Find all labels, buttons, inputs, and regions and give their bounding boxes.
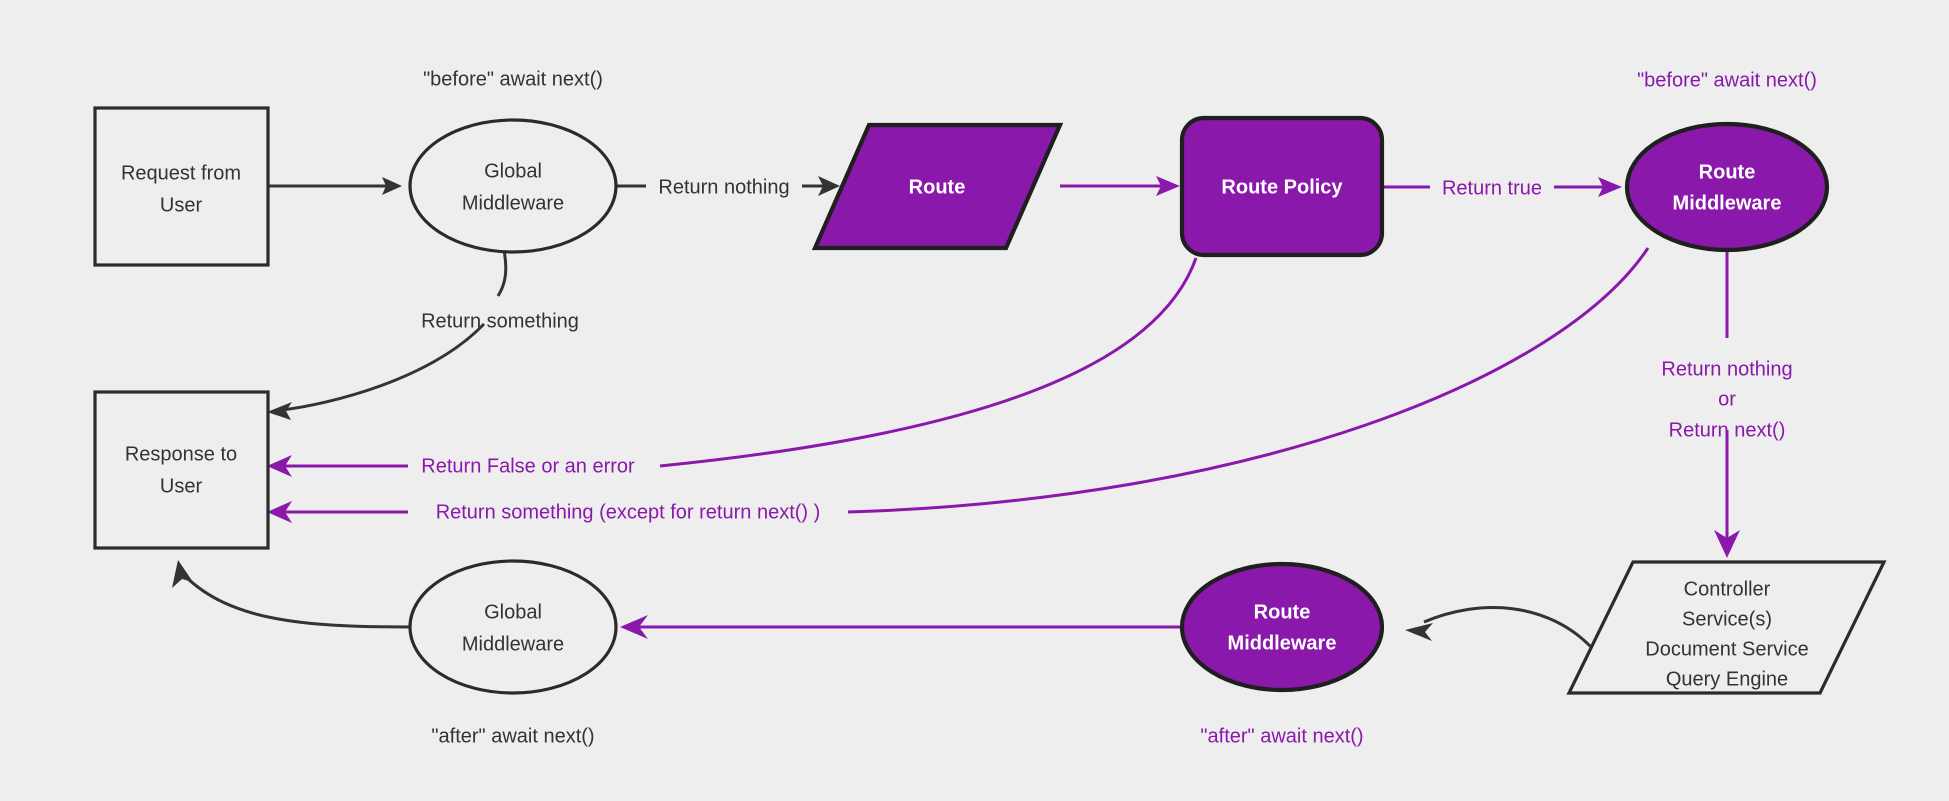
node-label-line1: Controller: [1684, 578, 1771, 600]
node-request-from-user[interactable]: Request from User: [93, 106, 270, 267]
edge-label-return-nothing-line1: Return nothing: [1661, 358, 1792, 380]
edge-request-to-global-middleware: [267, 177, 402, 195]
node-controller-services[interactable]: Controller Service(s) Document Service Q…: [1566, 560, 1887, 695]
arrowhead-icon: [172, 560, 193, 588]
node-route-policy[interactable]: Route Policy: [1179, 115, 1385, 258]
node-route-middleware-bottom[interactable]: Route Middleware: [1179, 561, 1385, 693]
node-label-line1: Route: [909, 176, 966, 198]
arrowhead-icon: [382, 177, 402, 195]
node-label-line1: Route: [1699, 161, 1756, 183]
node-shape: [93, 106, 270, 267]
arrowhead-icon: [267, 455, 292, 477]
node-label-line1: Route Policy: [1221, 176, 1343, 198]
node-label-line1: Response to: [125, 443, 237, 465]
arrowhead-icon: [620, 615, 648, 639]
edge-label-return-false-or-error: Return False or an error: [421, 455, 635, 477]
edge-route-to-route-policy: [1060, 176, 1180, 196]
arrowhead-icon: [1598, 177, 1622, 197]
edge-line-lower: [281, 322, 486, 412]
node-label-line2: Middleware: [462, 633, 564, 655]
arrowhead-icon: [1405, 623, 1433, 641]
node-global-middleware-bottom[interactable]: Global Middleware: [408, 559, 618, 695]
node-label-line1: Request from: [121, 162, 241, 184]
edge-label-return-something-except: Return something (except for return next…: [436, 501, 821, 523]
edge-global-middleware-to-response: Return something: [267, 249, 579, 420]
node-shape: [1624, 121, 1830, 253]
edge-global-middleware-to-route: Return nothing: [616, 176, 840, 198]
node-label-line1: Route: [1254, 601, 1311, 623]
arrowhead-icon: [1714, 530, 1740, 558]
annotation-after-await-next-route: "after" await next(): [1200, 725, 1363, 747]
node-shape: [1566, 560, 1887, 695]
edge-label-return-nothing-line3: Return next(): [1669, 419, 1786, 441]
node-shape: [408, 559, 618, 695]
edge-global-middleware-bottom-to-response: [172, 560, 411, 629]
node-shape: [408, 118, 618, 254]
edge-label-return-true: Return true: [1442, 177, 1542, 199]
edge-route-policy-to-route-middleware: Return true: [1382, 177, 1622, 199]
node-label-line2: Middleware: [1673, 192, 1782, 214]
node-label-line3: Document Service: [1645, 638, 1808, 660]
node-route-middleware-top[interactable]: Route Middleware: [1624, 121, 1830, 253]
edge-controller-to-route-middleware-bottom: [1405, 606, 1594, 650]
node-label-line1: Global: [484, 160, 542, 182]
node-shape: [93, 390, 270, 550]
edge-line-upper: [496, 249, 508, 297]
node-response-to-user[interactable]: Response to User: [93, 390, 270, 550]
node-label-line2: Service(s): [1682, 608, 1772, 630]
arrowhead-icon: [267, 501, 292, 523]
node-route[interactable]: Route: [811, 122, 1064, 251]
node-shape: [811, 122, 1064, 251]
node-global-middleware-top[interactable]: Global Middleware: [408, 118, 618, 254]
edge-label-return-something: Return something: [421, 310, 579, 332]
arrowhead-icon: [267, 402, 292, 420]
edge-route-middleware-bottom-to-global-middleware-bottom: [620, 615, 1186, 639]
annotation-after-await-next-global: "after" await next(): [431, 725, 594, 747]
edge-line-curve: [847, 247, 1650, 514]
edge-line: [1423, 606, 1594, 650]
node-label-line2: Middleware: [1228, 632, 1337, 654]
node-label-line4: Query Engine: [1666, 668, 1788, 690]
arrowhead-icon: [818, 176, 840, 196]
node-label-line2: Middleware: [462, 192, 564, 214]
node-shape: [1179, 115, 1385, 258]
node-shape: [1179, 561, 1385, 693]
edge-label-return-nothing-line2: or: [1718, 388, 1736, 410]
edge-line-curve: [659, 257, 1198, 468]
edge-line: [183, 574, 411, 629]
edge-route-middleware-to-response: Return something (except for return next…: [267, 247, 1650, 523]
edge-route-policy-to-response: Return False or an error: [267, 257, 1198, 477]
arrowhead-icon: [1156, 176, 1180, 196]
node-label-line1: Global: [484, 601, 542, 623]
edge-label-return-nothing: Return nothing: [658, 176, 789, 198]
node-label-line2: User: [160, 475, 203, 497]
node-label-line2: User: [160, 194, 203, 216]
annotation-before-await-next-global: "before" await next(): [423, 68, 603, 90]
edge-route-middleware-to-controller: Return nothing or Return next(): [1661, 250, 1793, 558]
annotation-before-await-next-route: "before" await next(): [1637, 69, 1817, 91]
